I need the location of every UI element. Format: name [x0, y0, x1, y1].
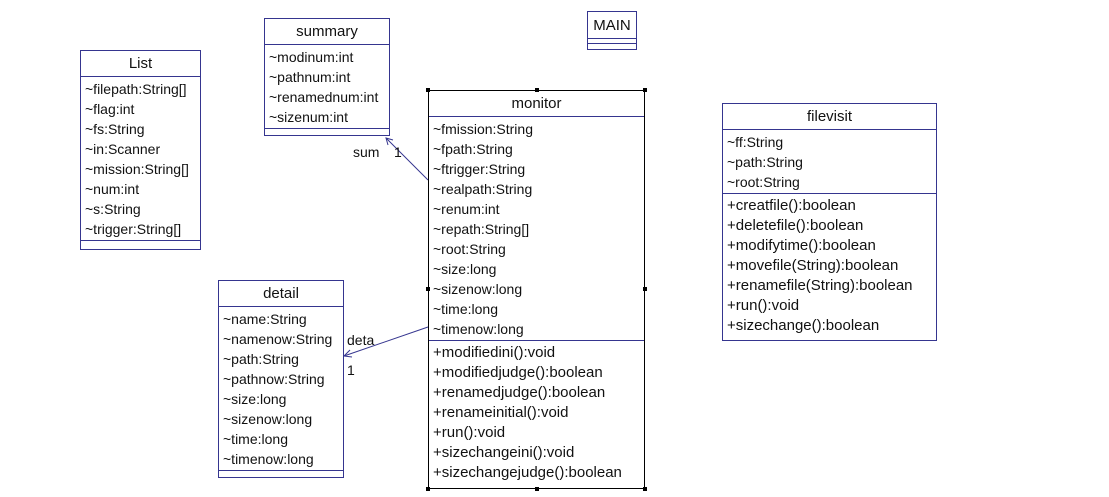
- attribute: ~renum:int: [433, 201, 500, 217]
- methods-section-empty: [588, 44, 636, 47]
- attribute: ~sizenow:long: [433, 281, 523, 297]
- methods-section: +modifiedini():void +modifiedjudge():boo…: [429, 341, 644, 484]
- method: +sizechange():boolean: [727, 317, 880, 334]
- resize-handle-middle-left[interactable]: [426, 287, 430, 291]
- method: +run():void: [433, 424, 506, 441]
- attribute: ~ff:String: [727, 134, 784, 150]
- method: +renamedjudge():boolean: [433, 384, 606, 401]
- attribute: ~renamednum:int: [269, 89, 379, 105]
- resize-handle-bottom-left[interactable]: [426, 487, 430, 491]
- attribute: ~fs:String: [85, 121, 145, 137]
- attribute: ~repath:String[]: [433, 221, 530, 237]
- attribute: ~path:String: [223, 351, 299, 367]
- attribute: ~time:long: [223, 431, 288, 447]
- method: +deletefile():boolean: [727, 217, 864, 234]
- attribute: ~filepath:String[]: [85, 81, 187, 97]
- class-main[interactable]: MAIN: [587, 11, 637, 50]
- attribute: ~timenow:long: [223, 451, 314, 467]
- attributes-section: ~filepath:String[] ~flag:int ~fs:String …: [81, 77, 200, 241]
- method: +sizechangejudge():boolean: [433, 464, 622, 481]
- methods-section: +creatfile():boolean +deletefile():boole…: [723, 194, 936, 337]
- attribute: ~modinum:int: [269, 49, 354, 65]
- attribute: ~size:long: [433, 261, 497, 277]
- attributes-section: ~ff:String ~path:String ~root:String: [723, 130, 936, 194]
- class-title: monitor: [429, 91, 644, 117]
- attribute: ~sizenum:int: [269, 109, 348, 125]
- methods-section-empty: [265, 129, 389, 132]
- resize-handle-bottom-middle[interactable]: [535, 487, 539, 491]
- class-list[interactable]: List ~filepath:String[] ~flag:int ~fs:St…: [80, 50, 201, 250]
- class-title: detail: [219, 281, 343, 307]
- attribute: ~trigger:String[]: [85, 221, 182, 237]
- attribute: ~size:long: [223, 391, 287, 407]
- association-role-deta: deta: [347, 332, 375, 348]
- class-monitor[interactable]: monitor ~fmission:String ~fpath:String ~…: [428, 90, 645, 489]
- association-multiplicity-deta: 1: [347, 362, 355, 378]
- class-title: filevisit: [723, 104, 936, 130]
- method: +modifiedini():void: [433, 344, 556, 361]
- method: +movefile(String):boolean: [727, 257, 899, 274]
- attribute: ~pathnow:String: [223, 371, 325, 387]
- class-title: List: [81, 51, 200, 77]
- association-multiplicity-sum: 1: [394, 144, 402, 160]
- arrowhead-summary: [385, 137, 394, 146]
- class-detail[interactable]: detail ~name:String ~namenow:String ~pat…: [218, 280, 344, 478]
- resize-handle-top-right[interactable]: [643, 88, 647, 92]
- attribute: ~in:Scanner: [85, 141, 161, 157]
- attributes-section-empty: [588, 39, 636, 44]
- attributes-section: ~fmission:String ~fpath:String ~ftrigger…: [429, 117, 644, 341]
- methods-section-empty: [219, 471, 343, 474]
- attribute: ~mission:String[]: [85, 161, 189, 177]
- method: +modifiedjudge():boolean: [433, 364, 603, 381]
- method: +renamefile(String):boolean: [727, 277, 913, 294]
- attribute: ~s:String: [85, 201, 141, 217]
- method: +sizechangeini():void: [433, 444, 575, 461]
- attributes-section: ~modinum:int ~pathnum:int ~renamednum:in…: [265, 45, 389, 129]
- method: +run():void: [727, 297, 800, 314]
- attribute: ~path:String: [727, 154, 803, 170]
- attribute: ~name:String: [223, 311, 307, 327]
- attribute: ~time:long: [433, 301, 498, 317]
- attribute: ~realpath:String: [433, 181, 533, 197]
- methods-section-empty: [81, 241, 200, 244]
- class-summary[interactable]: summary ~modinum:int ~pathnum:int ~renam…: [264, 18, 390, 136]
- association-monitor-summary[interactable]: [385, 137, 429, 181]
- attribute: ~num:int: [85, 181, 140, 197]
- attribute: ~root:String: [433, 241, 506, 257]
- attribute: ~root:String: [727, 174, 800, 190]
- attribute: ~fpath:String: [433, 141, 513, 157]
- attribute: ~flag:int: [85, 101, 135, 117]
- attribute: ~ftrigger:String: [433, 161, 526, 177]
- attribute: ~timenow:long: [433, 321, 524, 337]
- resize-handle-bottom-right[interactable]: [643, 487, 647, 491]
- association-monitor-detail[interactable]: [343, 326, 429, 357]
- class-title: summary: [265, 19, 389, 45]
- method: +modifytime():boolean: [727, 237, 876, 254]
- class-title: MAIN: [588, 12, 636, 39]
- resize-handle-middle-right[interactable]: [643, 287, 647, 291]
- attributes-section: ~name:String ~namenow:String ~path:Strin…: [219, 307, 343, 471]
- association-role-sum: sum: [353, 144, 380, 160]
- attribute: ~fmission:String: [433, 121, 533, 137]
- class-filevisit[interactable]: filevisit ~ff:String ~path:String ~root:…: [722, 103, 937, 341]
- method: +creatfile():boolean: [727, 197, 856, 214]
- resize-handle-top-middle[interactable]: [535, 88, 539, 92]
- resize-handle-top-left[interactable]: [426, 88, 430, 92]
- attribute: ~sizenow:long: [223, 411, 313, 427]
- attribute: ~pathnum:int: [269, 69, 351, 85]
- attribute: ~namenow:String: [223, 331, 333, 347]
- method: +renameinitial():void: [433, 404, 569, 421]
- arrowhead-detail: [342, 349, 353, 358]
